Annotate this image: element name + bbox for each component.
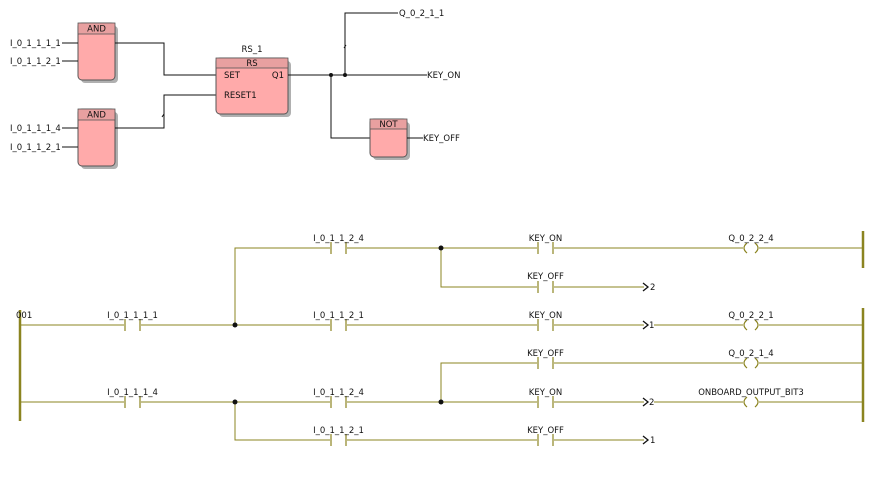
rung-number: 001 bbox=[16, 311, 32, 321]
contact-r2-c2-label: KEY_ON bbox=[529, 311, 562, 321]
rs-set-pin: SET bbox=[224, 71, 241, 81]
contact-r1-c1-label: I_0_1_1_2_4 bbox=[313, 234, 364, 244]
and2-input-2-label: I_0_1_1_2_1 bbox=[10, 143, 61, 153]
q0211-wire bbox=[344, 12, 398, 75]
rung-bottom-branch bbox=[234, 402, 330, 441]
and1-input-1-label: I_0_1_1_1_1 bbox=[10, 39, 61, 49]
rung-top-sub-branch bbox=[440, 248, 537, 288]
rs-q1-pin: Q1 bbox=[272, 71, 284, 81]
contact-r4-c1-label: I_0_1_1_2_4 bbox=[313, 388, 364, 398]
coil-r1[interactable]: Q_0_2_2_4 bbox=[728, 234, 774, 254]
and2-to-rs-reset-wire bbox=[115, 94, 216, 129]
fbd-diagram: AND I_0_1_1_1_1 I_0_1_1_2_1 AND I_0_1_1_… bbox=[10, 9, 460, 169]
and-block-1[interactable]: AND bbox=[77, 22, 118, 83]
jump-arrow-r5[interactable]: 1 bbox=[642, 435, 655, 446]
contact-r4-c2[interactable]: KEY_ON bbox=[529, 388, 562, 408]
coil-r4[interactable]: ONBOARD_OUTPUT_BIT3 bbox=[698, 388, 804, 408]
contact-r2-c2[interactable]: KEY_ON bbox=[529, 311, 562, 331]
contact-r5-c2-label: KEY_OFF bbox=[527, 426, 564, 436]
contact-r3-c2-label: KEY_OFF bbox=[527, 349, 564, 359]
coil-r4-label: ONBOARD_OUTPUT_BIT3 bbox=[698, 388, 804, 398]
and1-input-2-label: I_0_1_1_2_1 bbox=[10, 57, 61, 67]
coil-r1-label: Q_0_2_2_4 bbox=[728, 234, 773, 244]
contact-start-b-label: I_0_1_1_1_4 bbox=[107, 388, 158, 398]
q0211-output-label: Q_0_2_1_1 bbox=[399, 9, 444, 19]
junction-node bbox=[438, 245, 444, 251]
contact-r1-c2-label: KEY_ON bbox=[529, 234, 562, 244]
jump-arrow-r2[interactable]: 1 bbox=[642, 320, 654, 331]
jump-arrow-r4[interactable]: 2 bbox=[642, 397, 654, 408]
contact-r3-c2[interactable]: KEY_OFF bbox=[527, 349, 564, 369]
rs-instance-name: RS_1 bbox=[242, 45, 263, 55]
rs-block[interactable]: RS SET RESET1 Q1 bbox=[215, 57, 291, 117]
rung-top-branch bbox=[234, 247, 330, 325]
rung-mid-branch bbox=[440, 362, 537, 402]
jump-r5-label: 1 bbox=[650, 436, 655, 446]
coil-r3-label: Q_0_2_1_4 bbox=[728, 349, 773, 359]
key-on-output-label: KEY_ON bbox=[427, 71, 460, 81]
not-block[interactable]: NOT bbox=[369, 118, 410, 160]
contact-r5-c1[interactable]: I_0_1_1_2_1 bbox=[313, 426, 364, 446]
jump-r1b-label: 2 bbox=[650, 283, 655, 293]
contact-r1-c2[interactable]: KEY_ON bbox=[529, 234, 562, 254]
junction-node bbox=[232, 322, 238, 328]
jump-r4-label: 2 bbox=[649, 398, 654, 408]
and1-to-rs-set-wire bbox=[115, 42, 216, 76]
coil-r2[interactable]: Q_0_2_2_1 bbox=[728, 311, 774, 331]
and-block-1-label: AND bbox=[87, 25, 106, 35]
contact-r5-c2[interactable]: KEY_OFF bbox=[527, 426, 564, 446]
ladder-diagram: 001 bbox=[16, 231, 865, 446]
key-off-output-label: KEY_OFF bbox=[423, 134, 460, 144]
and2-input-1-label: I_0_1_1_1_4 bbox=[10, 124, 61, 134]
q0211-wire-tick bbox=[343, 44, 347, 49]
rs-reset-pin: RESET1 bbox=[224, 91, 257, 101]
jump-arrow-r1b[interactable]: 2 bbox=[642, 282, 655, 293]
and-block-2-label: AND bbox=[87, 111, 106, 121]
contact-r4-c2-label: KEY_ON bbox=[529, 388, 562, 398]
contact-r5-c1-label: I_0_1_1_2_1 bbox=[313, 426, 364, 436]
contact-start-a-label: I_0_1_1_1_1 bbox=[107, 311, 158, 321]
contact-r1-c1[interactable]: I_0_1_1_2_4 bbox=[313, 234, 364, 254]
and-block-2[interactable]: AND bbox=[77, 108, 118, 169]
junction-node bbox=[438, 399, 444, 405]
coil-r3[interactable]: Q_0_2_1_4 bbox=[728, 349, 774, 369]
jump-r2-label: 1 bbox=[649, 321, 654, 331]
contact-r4-c1[interactable]: I_0_1_1_2_4 bbox=[313, 388, 364, 408]
contact-r2-c1-label: I_0_1_1_2_1 bbox=[313, 311, 364, 321]
contact-r1b-c2[interactable]: KEY_OFF bbox=[527, 272, 564, 293]
contact-start-a[interactable]: I_0_1_1_1_1 bbox=[107, 311, 158, 331]
rs-to-not-wire bbox=[330, 75, 370, 139]
contact-r2-c1[interactable]: I_0_1_1_2_1 bbox=[313, 311, 364, 331]
contact-r1b-c2-label: KEY_OFF bbox=[527, 272, 564, 282]
and2-wire-tick bbox=[161, 113, 165, 118]
rs-block-type: RS bbox=[246, 59, 257, 69]
coil-r2-label: Q_0_2_2_1 bbox=[728, 311, 773, 321]
contact-start-b[interactable]: I_0_1_1_1_4 bbox=[107, 388, 158, 408]
junction-node bbox=[232, 399, 238, 405]
not-block-label: NOT bbox=[379, 120, 398, 130]
